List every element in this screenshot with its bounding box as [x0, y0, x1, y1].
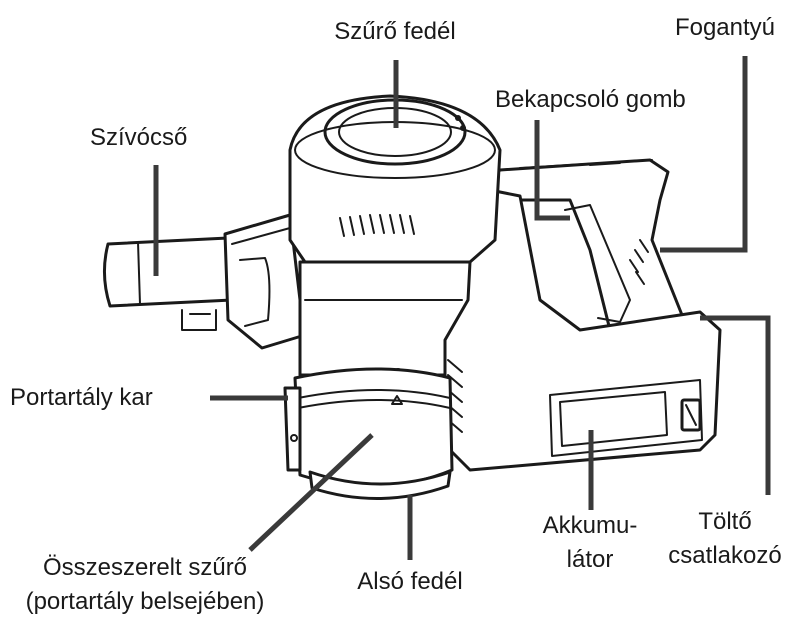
label-filter-cover: Szűrő fedél [300, 18, 490, 46]
label-charging-port: Töltő csatlakozó [655, 508, 795, 570]
dust-bin [285, 262, 470, 499]
label-dust-bin-lever: Portartály kar [10, 384, 153, 412]
label-assembled-filter: Összeszerelt szűrő (portartály belsejébe… [0, 554, 290, 616]
label-battery-line1: Akkumu- [505, 512, 675, 540]
label-suction-tube: Szívócső [90, 124, 187, 152]
label-charging-port-line2: csatlakozó [655, 542, 795, 570]
label-bottom-cover: Alsó fedél [325, 568, 495, 596]
label-assembled-filter-line1: Összeszerelt szűrő [0, 554, 290, 582]
label-battery: Akkumu- látor [505, 512, 675, 574]
label-battery-line2: látor [505, 546, 675, 574]
label-charging-port-line1: Töltő [655, 508, 795, 536]
label-assembled-filter-line2: (portartály belsejében) [0, 588, 290, 616]
label-handle: Fogantyú [655, 14, 795, 42]
suction-tube [104, 238, 232, 330]
label-power-button: Bekapcsoló gomb [495, 86, 686, 114]
